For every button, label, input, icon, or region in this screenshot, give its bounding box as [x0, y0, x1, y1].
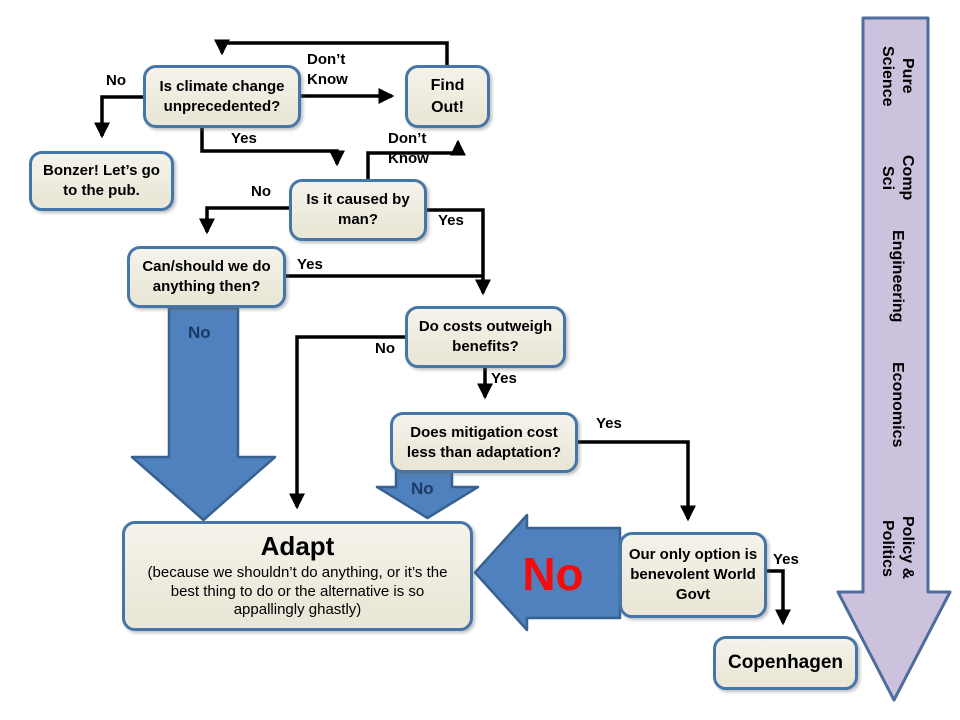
spectrum-label-policy-politics: Policy & Politics	[879, 516, 916, 580]
edge-label-yes-mitigation: Yes	[596, 415, 622, 432]
connector-no-to-canshould	[198, 206, 289, 235]
node-is-it-caused-by-man: Is it caused by man?	[289, 179, 427, 241]
node-label: Is climate change unprecedented?	[159, 77, 285, 115]
connector-dontknow2-to-findout	[366, 139, 467, 180]
node-label: Find Out!	[430, 77, 465, 116]
node-find-out: Find Out!	[405, 65, 490, 128]
edge-label-yes-can-should: Yes	[297, 256, 323, 273]
edge-label-no-costs: No	[375, 340, 395, 357]
edge-label-yes-unprecedented: Yes	[231, 130, 257, 147]
block-arrow-no-down-big	[130, 306, 277, 522]
block-arrow-no-left-big	[473, 513, 622, 632]
edge-label-no-unprecedented: No	[106, 72, 126, 89]
node-label: Our only option is benevolent World Govt	[628, 546, 758, 603]
node-bonzer-pub: Bonzer! Let’s go to the pub.	[29, 151, 174, 211]
edge-label-dont-know-2: Don’t Know	[388, 130, 429, 167]
connector-findout-loop-back	[213, 39, 449, 67]
spectrum-label-comp-sci: Comp Sci	[879, 155, 916, 201]
node-label: Does mitigation cost less than adaptatio…	[406, 423, 562, 461]
node-label: Copenhagen	[727, 652, 844, 674]
connector-no-to-bonzer	[93, 95, 143, 139]
node-copenhagen: Copenhagen	[713, 636, 858, 690]
connector-yes-to-worldgovt	[577, 440, 697, 522]
connector-yes-to-copenhagen	[766, 569, 792, 626]
node-mitigation-vs-adaptation: Does mitigation cost less than adaptatio…	[390, 412, 578, 473]
block-arrow-label-no-big-down: No	[188, 323, 211, 342]
adapt-subtitle: (because we shouldn’t do anything, or it…	[147, 563, 448, 619]
node-do-costs-outweigh-benefits: Do costs outweigh benefits?	[405, 306, 566, 368]
edge-label-yes-costs: Yes	[491, 370, 517, 387]
edge-label-no-caused: No	[251, 183, 271, 200]
node-label: Is it caused by man?	[306, 191, 410, 228]
node-adapt: Adapt (because we shouldn’t do anything,…	[122, 521, 473, 631]
edge-label-yes-caused: Yes	[438, 212, 464, 229]
connector-no-costs-to-adapt	[288, 335, 405, 510]
connector-yes-to-causedbyman	[200, 128, 346, 167]
block-arrow-label-no-small-down: No	[411, 479, 434, 498]
node-label: Can/should we do anything then?	[142, 258, 271, 295]
node-is-climate-change-unprecedented: Is climate change unprecedented?	[143, 65, 301, 128]
node-label: Bonzer! Let’s go to the pub.	[43, 162, 160, 199]
edge-label-yes-world-govt: Yes	[773, 551, 799, 568]
science-to-politics-spectrum-arrow	[836, 16, 952, 702]
node-label: Do costs outweigh benefits?	[418, 318, 553, 355]
block-arrow-label-no-big-left: No	[522, 548, 584, 600]
spectrum-label-economics: Economics	[889, 361, 906, 448]
adapt-title: Adapt	[260, 530, 335, 561]
spectrum-label-engineering: Engineering	[889, 229, 906, 323]
node-can-should-we-do-anything: Can/should we do anything then?	[127, 246, 286, 308]
connector-yes-to-costs	[426, 208, 492, 296]
edge-label-dont-know-1: Don’t Know	[307, 51, 348, 88]
node-benevolent-world-govt: Our only option is benevolent World Govt	[619, 532, 767, 618]
spectrum-label-pure-science: Pure Science	[879, 45, 916, 107]
